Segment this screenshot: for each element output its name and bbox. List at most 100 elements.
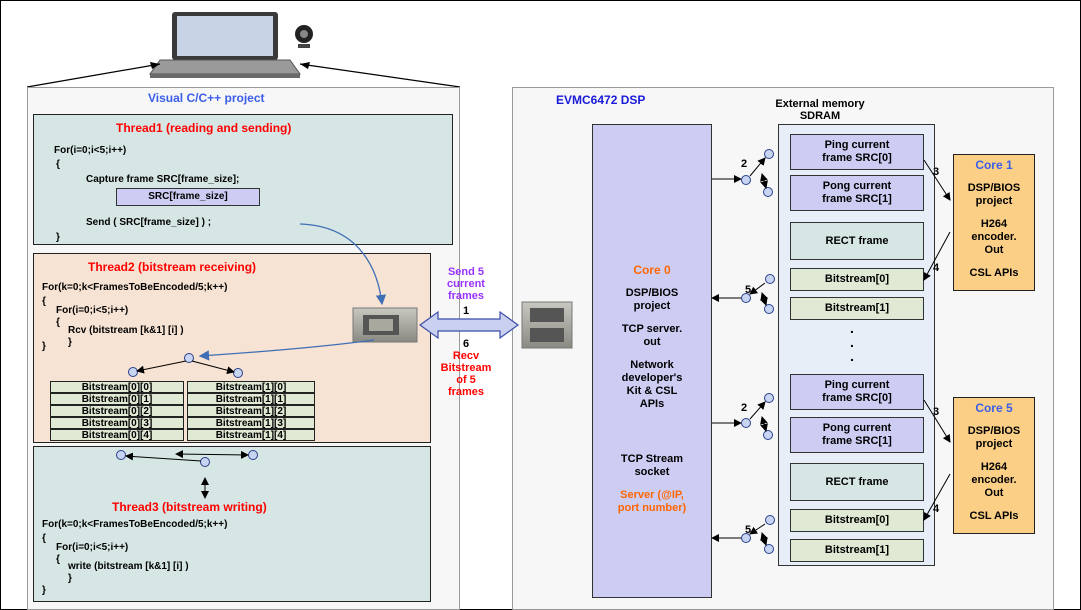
core1-line: DSP/BIOS: [967, 182, 1021, 194]
core5-line: DSP/BIOS: [967, 425, 1021, 437]
core0-line: DSP/BIOS: [625, 287, 679, 299]
core1-line: Out: [984, 244, 1004, 256]
src-frame-box: SRC[frame_size]: [116, 188, 260, 206]
mem-line: Pong current: [822, 180, 892, 192]
core5-title: Core 5: [975, 401, 1013, 415]
mem-bitstream1-top: Bitstream[1]: [790, 297, 924, 320]
core1-line: CSL APIs: [969, 267, 1019, 279]
bitstream-cell: Bitstream[1][2]: [187, 405, 315, 417]
pc-project-title: Visual C/C++ project: [148, 91, 265, 105]
mem-line: Pong current: [822, 422, 892, 434]
mem-ping-bottom: Ping current frame SRC[0]: [790, 374, 924, 410]
step-1: 1: [462, 305, 470, 317]
thread1-box: Thread1 (reading and sending) For(i=0;i<…: [33, 114, 453, 245]
core5-line: H264: [980, 461, 1008, 473]
mem-ping-top: Ping current frame SRC[0]: [790, 134, 924, 170]
bitstream-cell: Bitstream[1][4]: [187, 429, 315, 441]
recv-label-line: of 5: [456, 374, 476, 386]
step-2-bottom: 2: [741, 402, 748, 414]
send-label: Send 5 current frames: [428, 266, 504, 302]
thread3-line: {: [42, 533, 46, 544]
mem-line: Ping current: [824, 139, 890, 151]
mem-line: frame SRC[1]: [822, 193, 892, 205]
ellipsis-dot: .: [850, 348, 854, 364]
thread1-line: }: [56, 232, 60, 243]
recv-label-line: Recv: [452, 350, 480, 362]
core5-line: CSL APIs: [969, 510, 1019, 522]
core0-line: Network: [630, 359, 674, 371]
mem-rect-top: RECT frame: [790, 222, 924, 260]
core0-line: TCP Stream: [620, 453, 684, 465]
thread3-line: For(i=0;i<5;i++): [56, 542, 129, 553]
thread3-line: For(k=0;k<FramesToBeEncoded/5;k++): [42, 519, 228, 530]
recv-label-line: Bitstream: [440, 362, 492, 374]
thread1-line: {: [56, 159, 60, 170]
mem-line: Bitstream[0]: [824, 273, 890, 285]
thread3-title: Thread3 (bitstream writing): [112, 500, 267, 514]
mem-line: Ping current: [824, 379, 890, 391]
core0-line: APIs: [639, 398, 665, 410]
mem-bitstream1-bottom: Bitstream[1]: [790, 539, 924, 562]
memory-title: External memory SDRAM: [760, 98, 880, 122]
mem-pong-bottom: Pong current frame SRC[1]: [790, 417, 924, 453]
send-label-line: Send 5: [447, 266, 485, 278]
core1-line: encoder.: [971, 231, 1017, 243]
step-4-top: 4: [933, 262, 940, 274]
memory-title-line: SDRAM: [799, 110, 841, 122]
recv-label-line: frames: [447, 386, 485, 398]
mem-line: frame SRC[1]: [822, 435, 892, 447]
thread1-line: Send ( SRC[frame_size] ) ;: [86, 217, 212, 228]
thread3-line: }: [42, 585, 46, 596]
bitstream-cell: Bitstream[0][3]: [50, 417, 184, 429]
bitstream-cell: Bitstream[0][1]: [50, 393, 184, 405]
bitstream-cell: Bitstream[1][1]: [187, 393, 315, 405]
core5-line: encoder.: [971, 474, 1017, 486]
ellipsis-dot: .: [850, 320, 854, 336]
mem-bitstream0-top: Bitstream[0]: [790, 268, 924, 291]
step-3-top: 3: [933, 166, 940, 178]
step-4-bottom: 4: [933, 503, 940, 515]
mem-bitstream0-bottom: Bitstream[0]: [790, 509, 924, 532]
send-label-line: frames: [447, 290, 485, 302]
core0-line: Kit & CSL: [626, 385, 678, 397]
memory-title-line: External memory: [775, 98, 865, 110]
step-6: 6: [462, 338, 470, 350]
bitstream-cell: Bitstream[0][4]: [50, 429, 184, 441]
core5-line: project: [975, 438, 1013, 450]
recv-label: Recv Bitstream of 5 frames: [428, 350, 504, 398]
thread3-line: write (bitstream [k&1] [i] ): [68, 561, 189, 572]
thread3-line: {: [56, 554, 60, 565]
mem-pong-top: Pong current frame SRC[1]: [790, 175, 924, 211]
step-5-bottom: 5: [745, 524, 752, 536]
core0-line: project: [633, 300, 671, 312]
thread2-line: For(i=0;i<5;i++): [56, 305, 129, 316]
thread1-line: Capture frame SRC[frame_size];: [86, 174, 240, 185]
bitstream-cell: Bitstream[0][0]: [50, 381, 184, 393]
src-frame-label: SRC[frame_size]: [148, 191, 228, 202]
core0-line: TCP server.: [621, 323, 683, 335]
mem-line: Bitstream[0]: [824, 514, 890, 526]
core1-box: Core 1 DSP/BIOS project H264 encoder. Ou…: [953, 154, 1035, 291]
mem-line: RECT frame: [825, 235, 889, 247]
mem-line: Bitstream[1]: [824, 544, 890, 556]
step-5-top: 5: [745, 284, 752, 296]
thread3-line: }: [68, 573, 72, 584]
thread1-title: Thread1 (reading and sending): [116, 121, 292, 135]
mem-line: frame SRC[0]: [822, 392, 892, 404]
core5-line: Out: [984, 487, 1004, 499]
core0-line: out: [643, 336, 661, 348]
mem-line: Bitstream[1]: [824, 302, 890, 314]
thread2-title: Thread2 (bitstream receiving): [88, 260, 257, 274]
thread2-line: Rcv (bitstream [k&1] [i] ): [68, 325, 184, 336]
thread2-line: {: [56, 317, 60, 328]
core1-title: Core 1: [975, 158, 1013, 172]
thread2-line: For(k=0;k<FramesToBeEncoded/5;k++): [42, 282, 228, 293]
ellipsis-dot: .: [850, 334, 854, 350]
mem-line: RECT frame: [825, 476, 889, 488]
thread1-line: For(i=0;i<5;i++): [54, 145, 127, 156]
bitstream-cell: Bitstream[1][0]: [187, 381, 315, 393]
thread3-box: Thread3 (bitstream writing) For(k=0;k<Fr…: [33, 446, 431, 602]
send-label-line: current: [447, 278, 485, 290]
bitstream-cell: Bitstream[1][3]: [187, 417, 315, 429]
step-2-top: 2: [741, 158, 748, 170]
